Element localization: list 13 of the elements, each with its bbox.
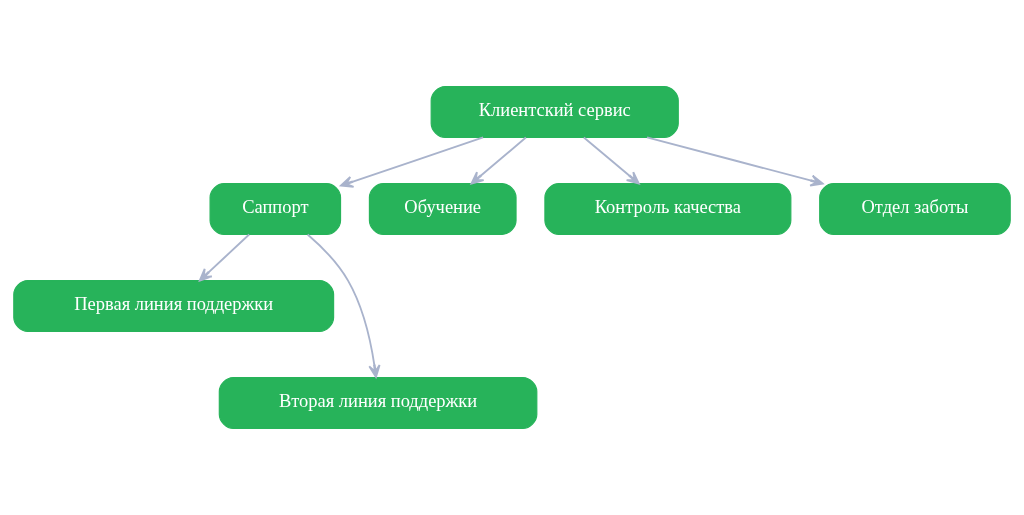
arrow [340,136,485,188]
node-box: Первая линия поддержки [13,280,335,332]
arrow [470,136,527,185]
node-box: Обучение [368,183,517,235]
node-box: Контроль качества [544,183,792,235]
arrow [306,233,381,379]
arrow [582,136,640,185]
node-box: Клиентский сервис [430,86,679,138]
arrow [198,233,251,282]
node-box: Отдел заботы [819,183,1011,235]
node-box: Саппорт [209,183,342,235]
arrow [646,136,824,187]
node-box: Вторая линия поддержки [218,377,538,429]
